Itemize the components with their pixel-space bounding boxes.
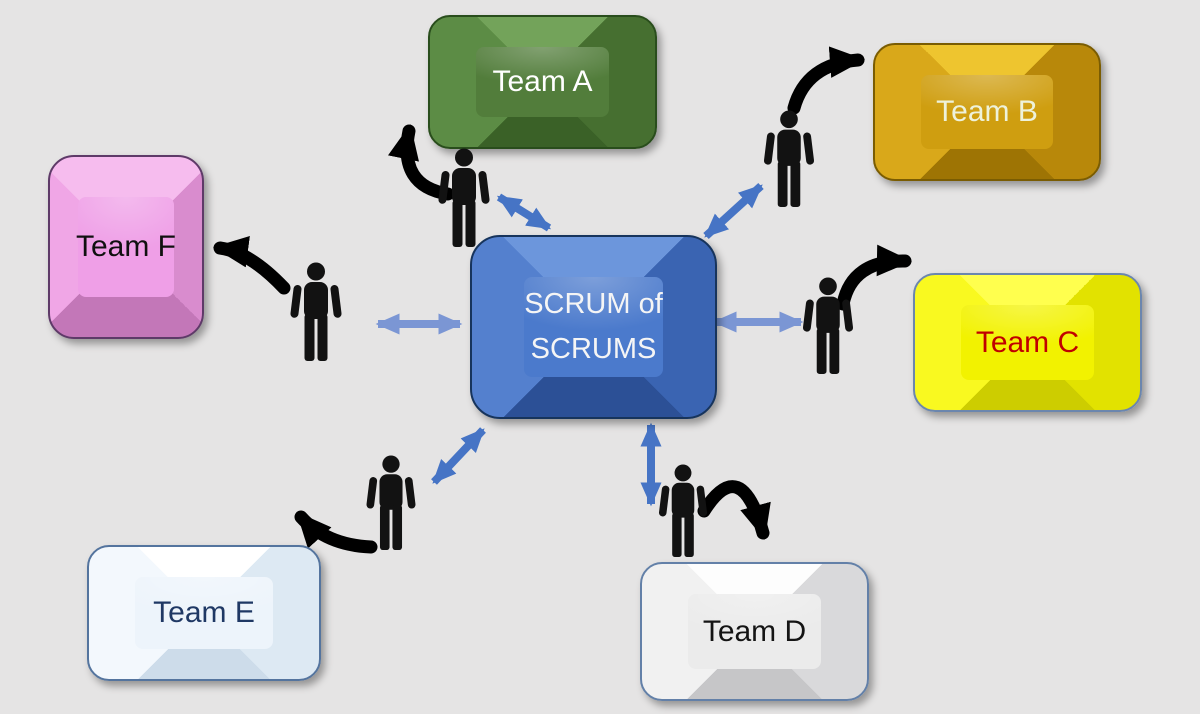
team-b-label: Team B — [936, 95, 1038, 128]
person-a-icon — [438, 148, 490, 248]
person-d-icon — [658, 464, 708, 558]
person-c-icon — [802, 277, 854, 375]
double-arrow-center-to-person-e — [431, 427, 486, 485]
curved-arrow-to-team-f — [213, 236, 291, 295]
team-a-label: Team A — [492, 65, 593, 98]
team-e-label: Team E — [153, 596, 255, 629]
team-c-label: Team C — [975, 325, 1080, 359]
double-arrow-center-to-person-b — [703, 183, 764, 239]
team-d-box: Team D — [640, 562, 869, 701]
team-c-box: Team C — [913, 273, 1142, 412]
person-f-icon — [290, 262, 342, 362]
team-e-box: Team E — [87, 545, 321, 681]
person-e-icon — [366, 455, 416, 551]
curved-arrow-to-team-e — [294, 510, 378, 554]
team-b-box: Team B — [873, 43, 1101, 181]
curved-arrow-to-team-d — [697, 480, 771, 540]
team-f-box: Team F — [48, 155, 204, 339]
double-arrow-center-to-person-a — [496, 193, 552, 232]
curved-arrow-to-team-b — [787, 46, 865, 115]
scrum-of-scrums-box: SCRUM of SCRUMS — [470, 235, 717, 419]
team-a-box: Team A — [428, 15, 657, 149]
person-b-icon — [763, 110, 815, 208]
team-d-label: Team D — [702, 614, 807, 648]
team-f-label: Team F — [75, 230, 177, 263]
scrum-of-scrums-label: SCRUM of SCRUMS — [524, 288, 663, 365]
